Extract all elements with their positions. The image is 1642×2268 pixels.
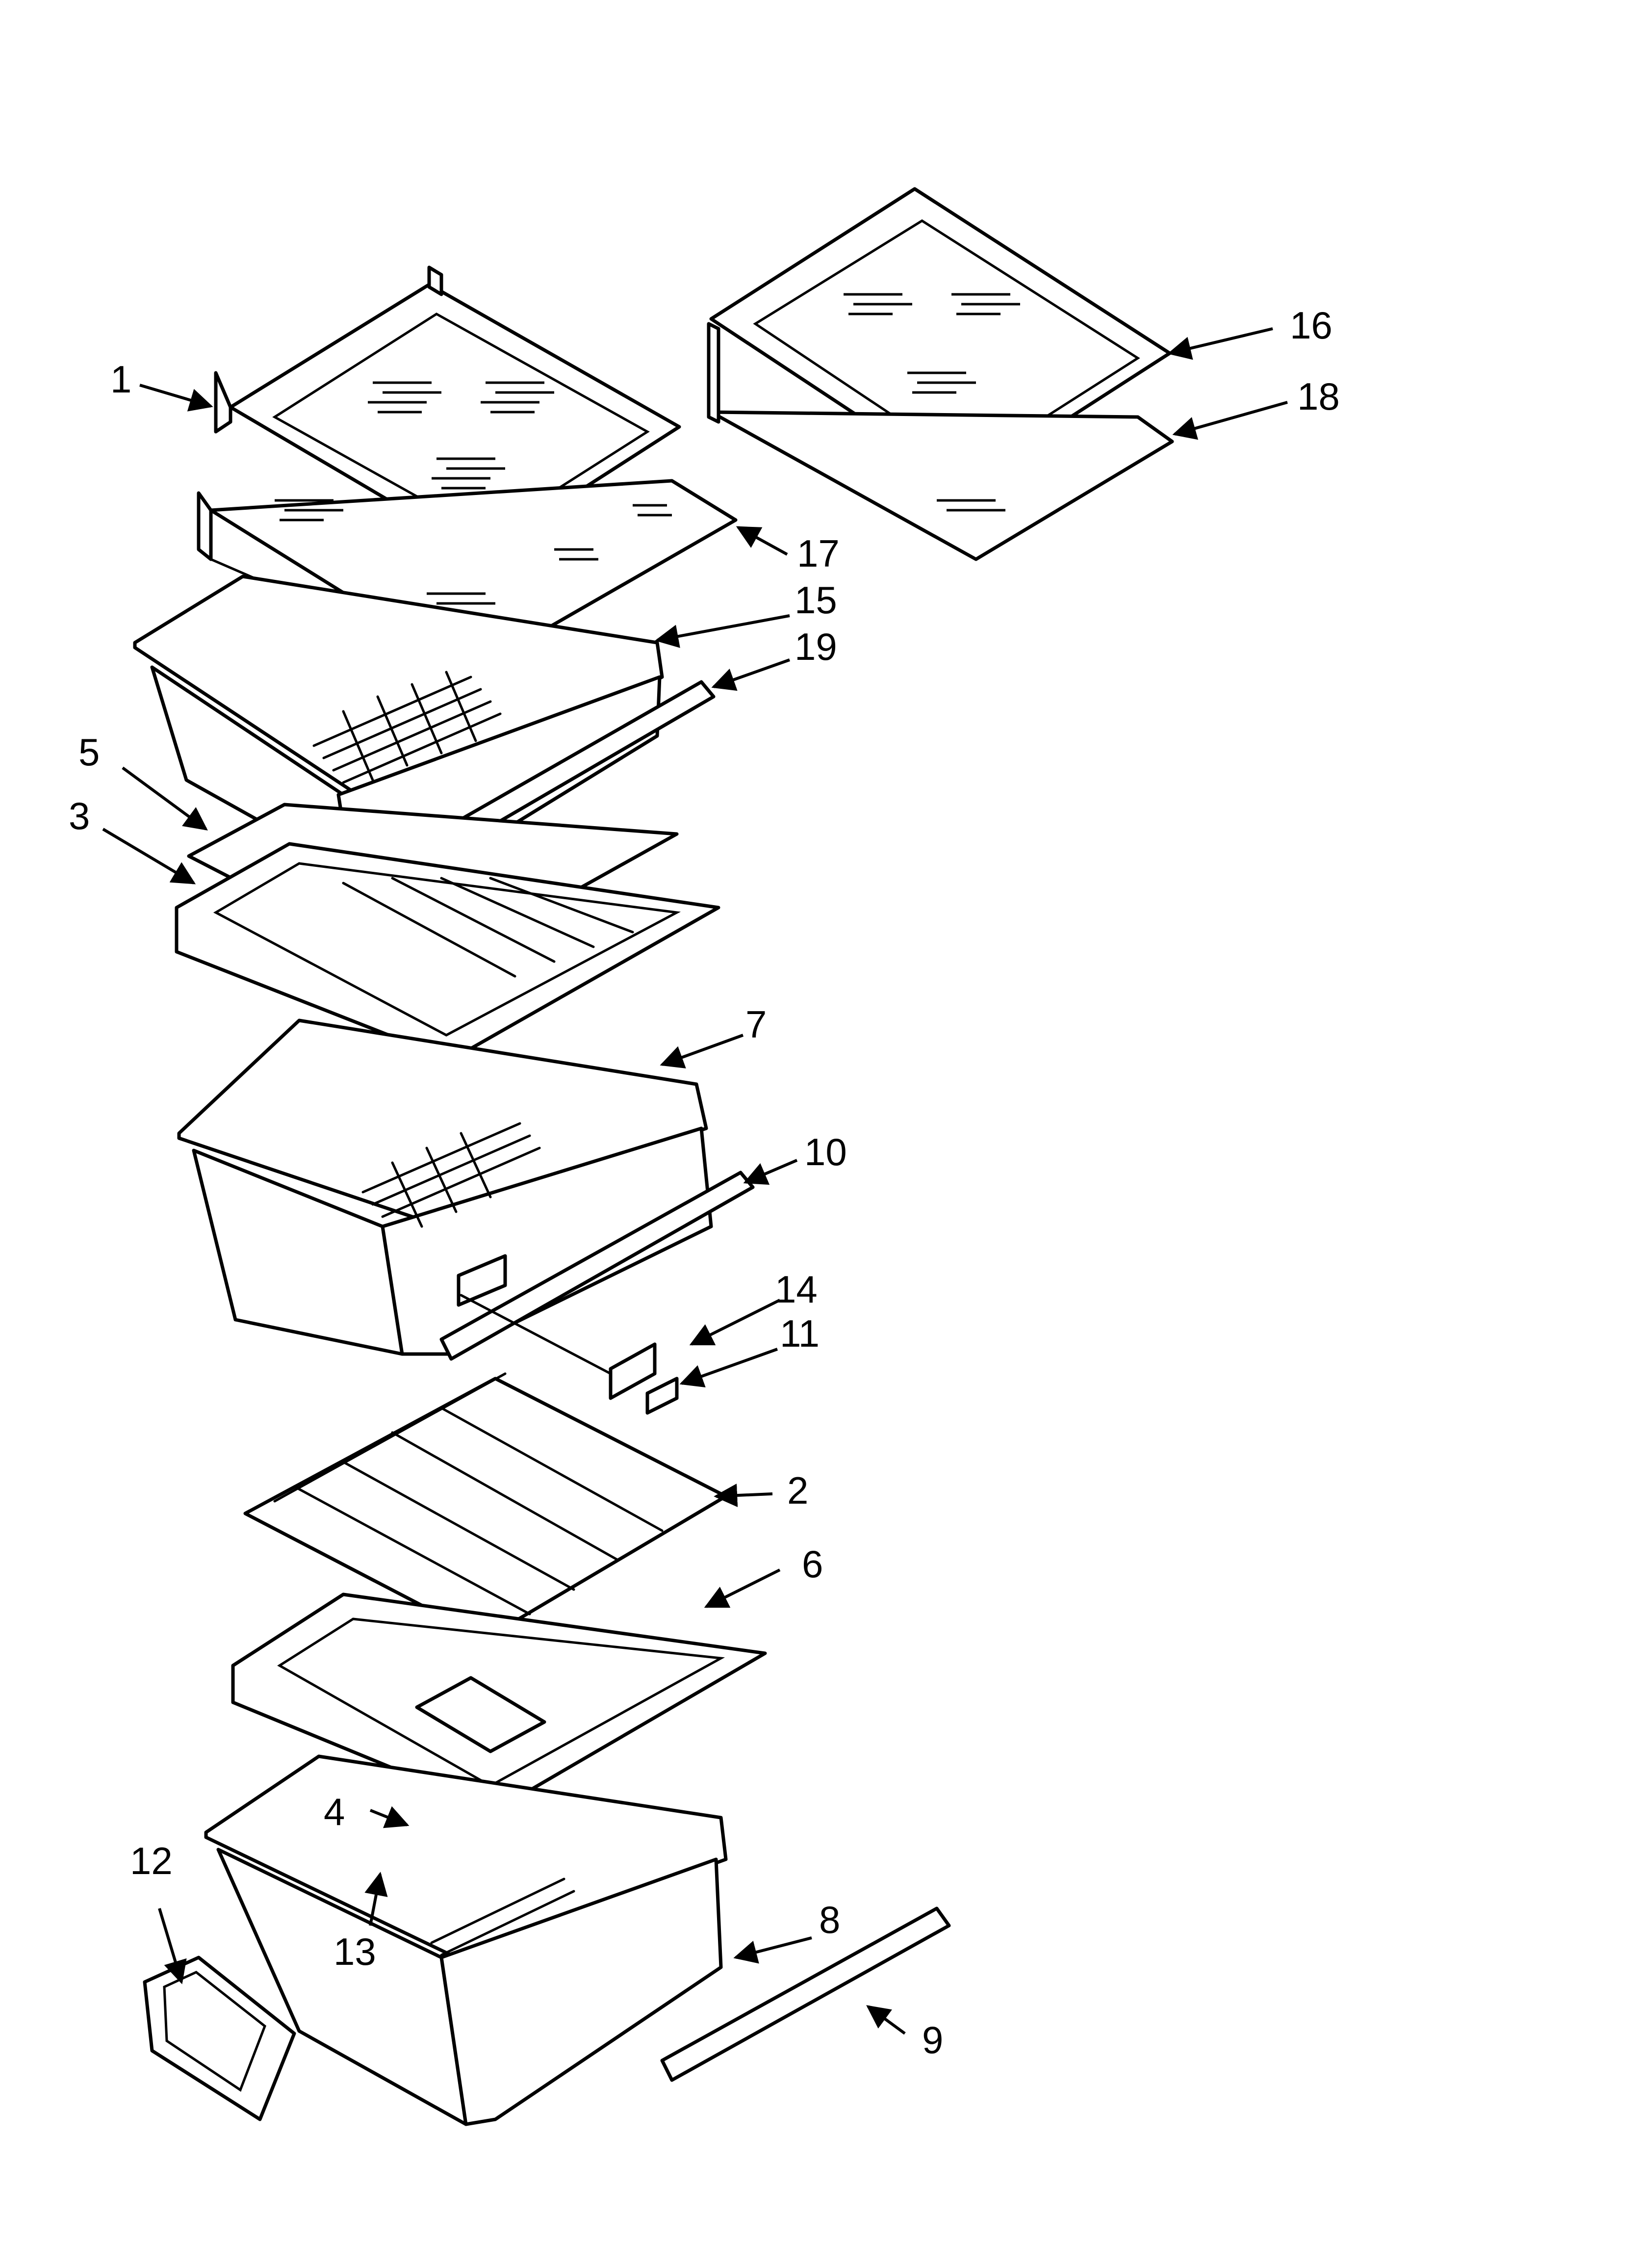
callout-labels: 1 2 3 4 5 6 7 8 9 10 11 12 13 14 15 16 1…	[69, 304, 1340, 2061]
part-9-drawer-handle	[660, 1906, 951, 2082]
callout-14: 14	[775, 1268, 818, 1311]
callout-13: 13	[334, 1930, 376, 1973]
part-10-drawer-handle	[439, 1171, 755, 1361]
callout-3: 3	[69, 794, 90, 837]
part-11-clip	[645, 1377, 679, 1415]
callout-7: 7	[745, 1003, 767, 1046]
callout-18: 18	[1297, 375, 1340, 418]
callout-8: 8	[819, 1898, 840, 1941]
callout-10: 10	[804, 1130, 847, 1173]
callout-2: 2	[787, 1469, 808, 1512]
callout-19: 19	[795, 625, 837, 668]
callout-17: 17	[797, 532, 840, 575]
part-14-clip	[609, 1342, 657, 1400]
part-6-cover-frame	[231, 1592, 767, 1812]
part-2-glass-cover	[243, 1372, 728, 1641]
callout-16: 16	[1290, 304, 1333, 347]
part-8-crisper-drawer	[204, 1754, 728, 2126]
callout-12: 12	[130, 1839, 173, 1882]
callout-6: 6	[802, 1542, 823, 1586]
callout-15: 15	[795, 578, 837, 622]
part-3-cover-frame	[175, 842, 720, 1062]
clip-guide-line	[460, 1294, 612, 1375]
callout-5: 5	[78, 730, 100, 774]
callout-11: 11	[780, 1312, 820, 1355]
part-7-crisper-drawer	[177, 1018, 713, 1356]
callout-1: 1	[110, 358, 131, 401]
part-12-badge	[143, 1955, 296, 2121]
callout-9: 9	[922, 2018, 943, 2061]
callout-4: 4	[324, 1790, 345, 1833]
leader-lines	[102, 327, 1288, 2035]
part-18-shelf-frame	[707, 322, 1174, 561]
